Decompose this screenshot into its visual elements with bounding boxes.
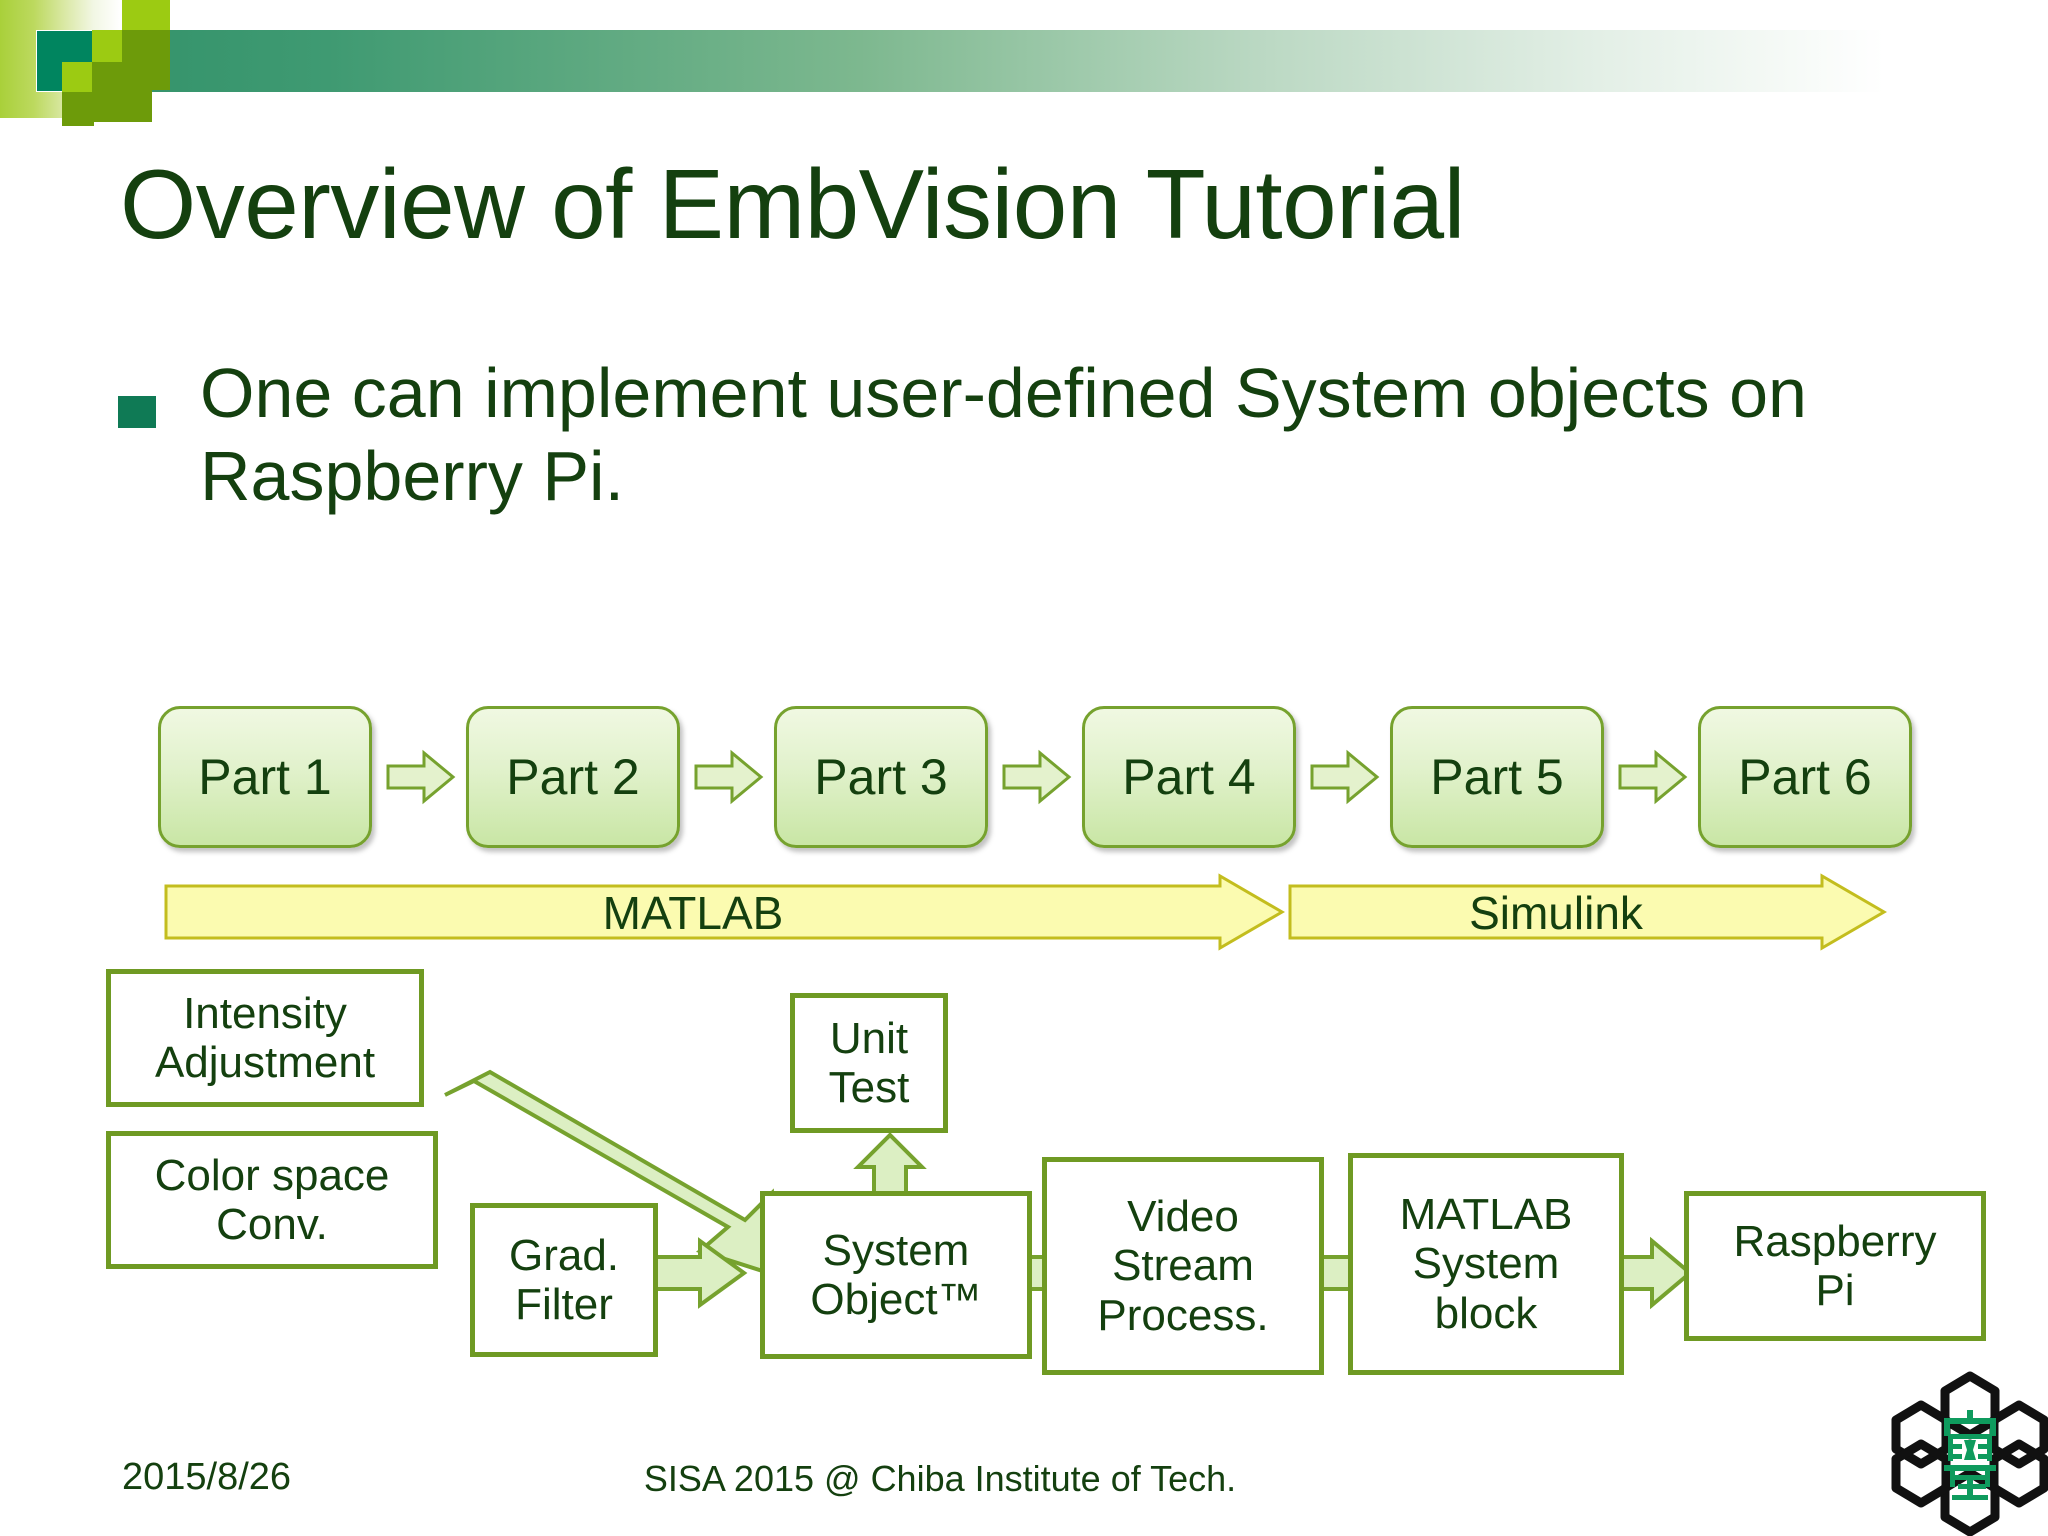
- grad-filter-box[interactable]: Grad. Filter: [470, 1203, 658, 1357]
- video-stream-process-box[interactable]: Video Stream Process.: [1042, 1157, 1324, 1375]
- box-line: Adjustment: [154, 1038, 376, 1087]
- header-green-band: [0, 30, 2048, 92]
- footer-date: 2015/8/26: [122, 1456, 292, 1498]
- unit-test-box[interactable]: Unit Test: [790, 993, 948, 1133]
- part-box-5[interactable]: Part 5: [1390, 706, 1604, 848]
- part-box-4[interactable]: Part 4: [1082, 706, 1296, 848]
- part-box-3[interactable]: Part 3: [774, 706, 988, 848]
- box-line: MATLAB: [1399, 1190, 1573, 1240]
- box-line: Filter: [515, 1280, 613, 1329]
- part-box-label: Part 5: [1430, 749, 1564, 805]
- matlab-system-block-box[interactable]: MATLAB System block: [1348, 1153, 1624, 1375]
- box-line: Object™: [810, 1275, 982, 1324]
- part-connector-arrow-3: [1002, 749, 1072, 805]
- chiba-institute-of-technology-logo: [1888, 1371, 2048, 1536]
- parts-row: Part 1 Part 2 Part 3 Part 4 Part 5: [0, 706, 2048, 848]
- box-line: Grad.: [508, 1230, 620, 1280]
- box-line: Conv.: [216, 1200, 328, 1249]
- simulink-banner-shape: [1288, 873, 1887, 951]
- part-box-label: Part 4: [1122, 749, 1256, 805]
- footer-center-text: SISA 2015 @ Chiba Institute of Tech.: [643, 1458, 1237, 1499]
- system-object-box[interactable]: System Object™: [760, 1191, 1032, 1359]
- part-connector-arrow-1: [386, 749, 456, 805]
- box-line: Intensity: [183, 988, 347, 1038]
- part-connector-arrow-4: [1310, 749, 1380, 805]
- box-line: Raspberry: [1733, 1216, 1937, 1266]
- matlab-system-to-raspberry-arrow-icon: [1616, 1236, 1694, 1310]
- box-line: Unit: [829, 1013, 909, 1063]
- box-line: System: [1412, 1239, 1560, 1289]
- square-bullet-icon: [118, 396, 156, 428]
- color-space-conv-box[interactable]: Color space Conv.: [106, 1131, 438, 1269]
- part-box-6[interactable]: Part 6: [1698, 706, 1912, 848]
- page-title: Overview of EmbVision Tutorial: [120, 149, 1465, 259]
- matlab-banner-label: MATLAB: [602, 887, 784, 939]
- bullet-text: One can implement user-defined System ob…: [200, 354, 1807, 515]
- part-box-2[interactable]: Part 2: [466, 706, 680, 848]
- part-connector-arrow-2: [694, 749, 764, 805]
- matlab-banner-shape: [164, 873, 1285, 951]
- box-line: Color space: [154, 1150, 390, 1200]
- banner-row: MATLAB Simulink: [0, 873, 2048, 951]
- header-square-olive-2: [92, 62, 152, 122]
- box-line: Video: [1127, 1192, 1239, 1242]
- architecture-diagram: Intensity Adjustment Color space Conv. U…: [0, 955, 2048, 1405]
- raspberry-pi-box[interactable]: Raspberry Pi: [1684, 1191, 1986, 1341]
- part-box-1[interactable]: Part 1: [158, 706, 372, 848]
- header-square-lime-top: [122, 0, 170, 32]
- box-line: Process.: [1097, 1290, 1269, 1340]
- box-line: Stream: [1112, 1241, 1254, 1291]
- part-connector-arrow-5: [1618, 749, 1688, 805]
- box-line: Test: [828, 1063, 910, 1112]
- part-box-label: Part 3: [814, 749, 948, 805]
- box-line: Pi: [1815, 1266, 1855, 1315]
- header-square-olive-3: [62, 92, 94, 126]
- logo-kanji-mark: [1944, 1410, 1996, 1500]
- box-line: block: [1434, 1288, 1538, 1338]
- part-box-label: Part 6: [1738, 749, 1872, 805]
- part-box-label: Part 1: [198, 749, 332, 805]
- part-box-label: Part 2: [506, 749, 640, 805]
- box-line: System: [822, 1225, 970, 1275]
- simulink-banner-label: Simulink: [1469, 887, 1643, 939]
- intensity-adjustment-box[interactable]: Intensity Adjustment: [106, 969, 424, 1107]
